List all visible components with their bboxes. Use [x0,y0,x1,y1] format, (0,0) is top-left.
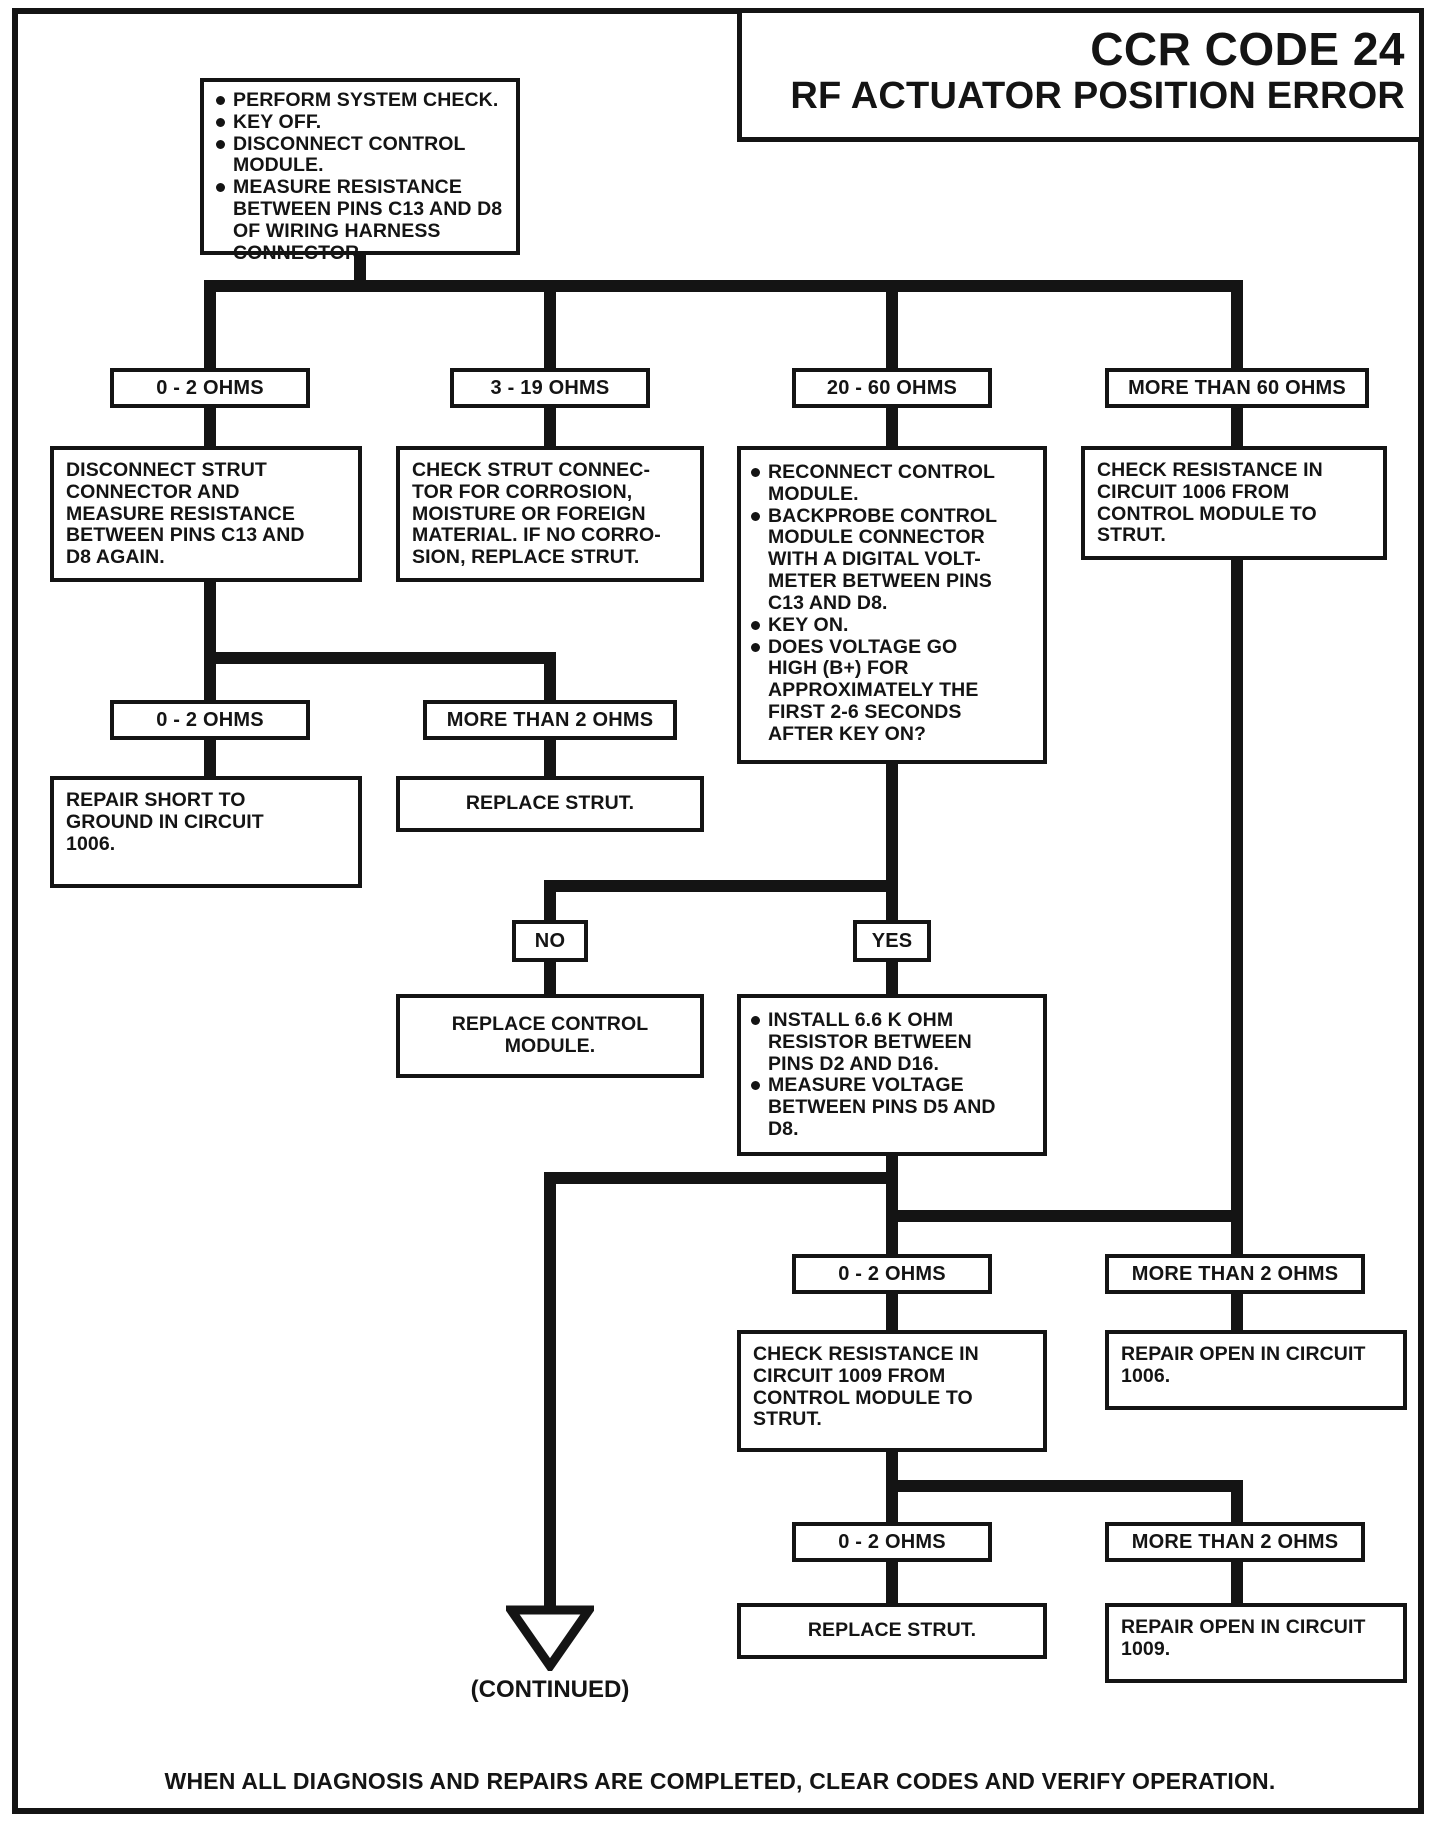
connector-stub [886,1492,898,1522]
connector-right-long-drop [1231,560,1243,1222]
label-0-2-ohms-bottom: 0 - 2 OHMS [792,1522,992,1562]
label-20-60-ohms: 20 - 60 OHMS [792,368,992,408]
title-box: CCR CODE 24 RF ACTUATOR POSITION ERROR [737,8,1424,142]
connector-stub [886,408,898,446]
bullet-dot [751,620,760,630]
page-subtitle: RF ACTUATOR POSITION ERROR [790,74,1405,117]
connector-stub [544,664,556,700]
connector-stub [1231,1492,1243,1522]
connector-stub [1231,408,1243,446]
connector-stub [544,408,556,446]
connector-stub [1231,1222,1243,1254]
connector-stub [544,740,556,776]
bullet-dot [751,642,760,652]
label-more-than-2-ohms-left: MORE THAN 2 OHMS [423,700,677,740]
connector-stub [886,1294,898,1330]
connector-noyes-bar [544,880,898,892]
connector-stub [886,1184,898,1210]
connector-stub [886,1562,898,1603]
label-0-2-ohms-left: 0 - 2 OHMS [110,700,310,740]
bullet-dot [216,139,225,149]
connector-stub [886,292,898,368]
bullet-dot [216,96,225,105]
node-check-circuit-1006: CHECK RESISTANCE IN CIRCUIT 1006 FROM CO… [1081,446,1387,560]
connector-stub [886,892,898,920]
node-replace-control-module: REPLACE CONTROL MODULE. [396,994,704,1078]
connector-stub [204,664,216,700]
label-more-than-60-ohms: MORE THAN 60 OHMS [1105,368,1369,408]
node-disconnect-strut: DISCONNECT STRUT CONNECTOR AND MEASURE R… [50,446,362,582]
connector-stub [886,764,898,880]
page-frame [12,8,1424,1814]
continued-arrow-icon [506,1605,594,1671]
bullet-dot [216,183,225,193]
bullet-dot [751,511,760,521]
node-install-resistor: INSTALL 6.6 K OHM RESISTOR BETWEEN PINS … [737,994,1047,1156]
connector-stub [1231,1562,1243,1603]
bullet-dot [751,1016,760,1025]
label-no: NO [512,920,588,962]
node-replace-strut-left: REPLACE STRUT. [396,776,704,832]
label-more-than-2-ohms-bottom: MORE THAN 2 OHMS [1105,1522,1365,1562]
connector-junction-bar [886,1210,1243,1222]
node-repair-short-1006: REPAIR SHORT TO GROUND IN CIRCUIT 1006. [50,776,362,888]
connector-left-bar [204,652,556,664]
connector-stub [204,582,216,652]
connector-stub [204,292,216,368]
connector-stub [544,962,556,994]
connector-main-bar [204,280,1243,292]
node-repair-open-1006: REPAIR OPEN IN CIRCUIT 1006. [1105,1330,1407,1410]
connector-stub [544,292,556,368]
connector-start-drop [354,252,366,280]
node-start: PERFORM SYSTEM CHECK. KEY OFF. DISCONNEC… [200,78,520,264]
node-repair-open-1009: REPAIR OPEN IN CIRCUIT 1009. [1105,1603,1407,1683]
label-3-19-ohms: 3 - 19 OHMS [450,368,650,408]
connector-continued-bar [544,1172,898,1184]
continued-label: (CONTINUED) [470,1676,630,1703]
label-yes: YES [853,920,931,962]
node-replace-strut-bottom: REPLACE STRUT. [737,1603,1047,1659]
bullet-dot [216,117,225,127]
bullet-dot [751,468,760,477]
connector-stub [204,740,216,776]
connector-stub [886,1156,898,1172]
label-0-2-ohms: 0 - 2 OHMS [110,368,310,408]
connector-bottom-bar [886,1480,1243,1492]
node-check-circuit-1009: CHECK RESISTANCE IN CIRCUIT 1009 FROM CO… [737,1330,1047,1452]
bullet-dot [751,1081,760,1091]
page-title: CCR CODE 24 [1090,23,1405,75]
connector-stub [544,892,556,920]
label-0-2-ohms-mid: 0 - 2 OHMS [792,1254,992,1294]
node-reconnect-module: RECONNECT CONTROL MODULE. BACKPROBE CONT… [737,446,1047,764]
connector-continued-drop [544,1184,556,1607]
connector-stub [886,1222,898,1254]
connector-stub [204,408,216,446]
connector-stub [1231,292,1243,368]
footer-note: WHEN ALL DIAGNOSIS AND REPAIRS ARE COMPL… [164,1768,1276,1794]
node-check-strut-connector: CHECK STRUT CONNEC- TOR FOR CORROSION, M… [396,446,704,582]
connector-stub [1231,1294,1243,1330]
connector-stub [886,1452,898,1480]
label-more-than-2-ohms-mid: MORE THAN 2 OHMS [1105,1254,1365,1294]
connector-stub [886,962,898,994]
